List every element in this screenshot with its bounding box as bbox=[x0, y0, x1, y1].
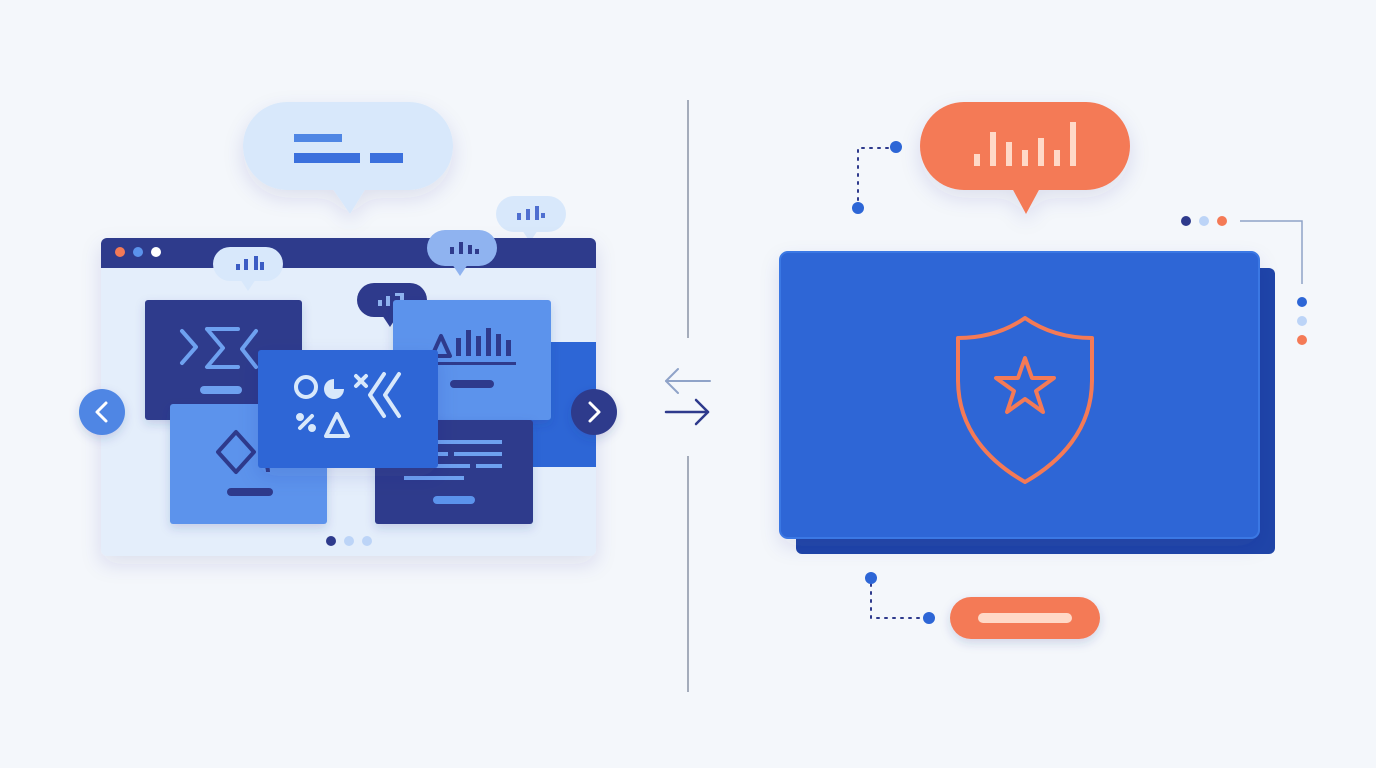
action-pill bbox=[950, 597, 1100, 639]
bar-chart-icon bbox=[428, 328, 516, 365]
card-text-caption bbox=[433, 496, 475, 504]
security-panel bbox=[779, 251, 1275, 554]
mini-chart-bubble bbox=[496, 196, 566, 242]
carousel-next-button[interactable] bbox=[571, 389, 617, 435]
connector-top-left bbox=[852, 141, 902, 214]
shapes-icon bbox=[294, 372, 401, 438]
chevron-right-icon bbox=[588, 401, 601, 423]
card-chart-caption bbox=[450, 380, 494, 388]
analytics-bubble bbox=[920, 102, 1130, 214]
shield-star-icon bbox=[956, 316, 1094, 484]
bar-chart-bubble-1 bbox=[213, 247, 283, 291]
bar-chart-icon bbox=[974, 122, 1076, 166]
chat-bubble-icon bbox=[243, 102, 453, 214]
connector-bottom bbox=[865, 572, 935, 624]
chevron-left-icon bbox=[95, 401, 108, 423]
sigma-icon bbox=[180, 327, 258, 369]
pagination-dot[interactable] bbox=[344, 536, 354, 546]
connector-top-right bbox=[1181, 216, 1307, 345]
window-dot-minimize bbox=[133, 247, 143, 257]
card-shapes-active bbox=[258, 350, 438, 468]
center-divider bbox=[664, 100, 711, 692]
card-sigma-caption bbox=[200, 386, 242, 394]
pagination-dot[interactable] bbox=[362, 536, 372, 546]
bar-chart-bubble-2 bbox=[427, 230, 497, 276]
pagination-dot[interactable] bbox=[326, 536, 336, 546]
left-scene bbox=[79, 102, 617, 556]
carousel-pagination[interactable] bbox=[326, 536, 372, 546]
carousel-prev-button[interactable] bbox=[79, 389, 125, 435]
card-diamond-caption bbox=[227, 488, 273, 496]
arrow-left-icon bbox=[665, 368, 711, 394]
arrow-right-icon bbox=[664, 398, 710, 426]
window-dot-close bbox=[115, 247, 125, 257]
window-dot-maximize bbox=[151, 247, 161, 257]
right-scene bbox=[779, 102, 1307, 639]
